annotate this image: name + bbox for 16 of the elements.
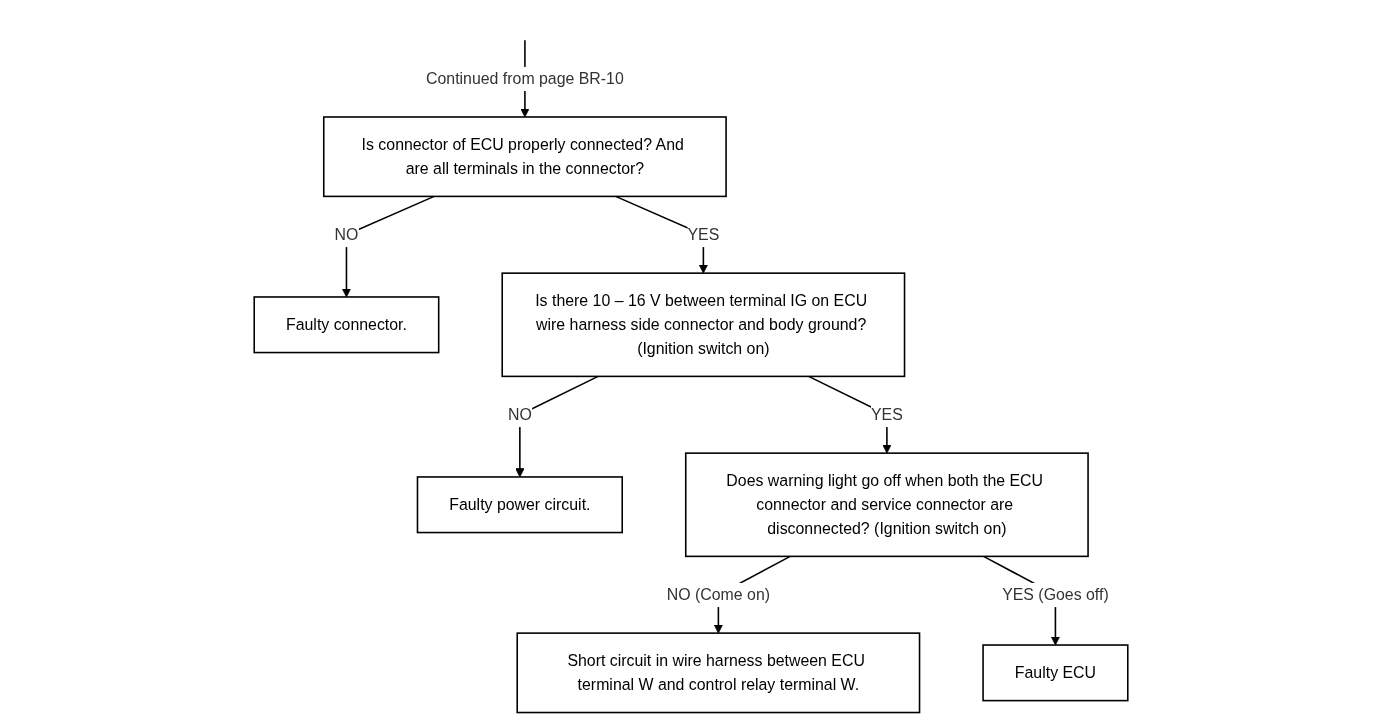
edge-label: YES bbox=[871, 404, 903, 423]
edge-label: Continued from page BR-10 bbox=[426, 68, 624, 87]
arrow bbox=[341, 195, 435, 298]
edge-label: NO bbox=[507, 404, 532, 423]
edge-label: NO (Come on) bbox=[666, 584, 771, 603]
node-box: Faulty power circuit. bbox=[416, 476, 623, 534]
edge-label: NO bbox=[334, 224, 359, 243]
node-box: Is connector of ECU properly connected? And are all terminals in the connector? bbox=[322, 116, 727, 198]
edge-label: YES bbox=[687, 224, 720, 243]
edge-label: YES (Goes off) bbox=[1002, 584, 1109, 603]
node-box: Does warning light go off when both the ECU connector and service connector are disconnected? (Ignition switch on) bbox=[684, 452, 1089, 558]
node-box: Short circuit in wire harness between ECU terminal W and control relay terminal W. bbox=[516, 632, 921, 714]
node-box: Is there 10 – 16 V between terminal IG on ECU wire harness side connector and body ground? (Ignition switch on) bbox=[501, 272, 906, 378]
node-box: Faulty connector. bbox=[253, 296, 440, 354]
node-box: Faulty ECU bbox=[982, 644, 1129, 702]
arrow bbox=[515, 375, 599, 478]
